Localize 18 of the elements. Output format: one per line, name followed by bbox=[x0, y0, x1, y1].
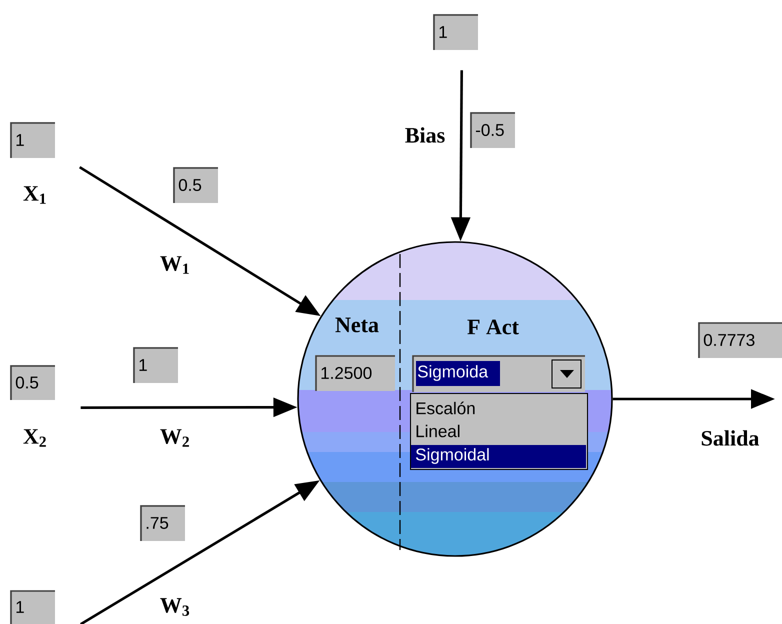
value-field: 0.7773 bbox=[698, 322, 782, 358]
value-field: 0.5 bbox=[173, 167, 218, 203]
value-field: 1 bbox=[10, 590, 55, 624]
dropdown-menu: Sigmoida bbox=[412, 355, 585, 392]
input-label: X$_{1}$ bbox=[23, 186, 46, 204]
edge-label: W$_{3}$ bbox=[158, 597, 192, 617]
value-field: 1 bbox=[433, 14, 478, 50]
value-field: -0.5 bbox=[470, 112, 515, 148]
edge-label: Bias bbox=[404, 126, 446, 144]
edge-label: W$_{2}$ bbox=[158, 428, 192, 448]
value-field: .75 bbox=[140, 505, 185, 541]
value-field: 1 bbox=[10, 122, 55, 158]
value-field: 1 bbox=[133, 347, 178, 383]
edge-label: Salida bbox=[700, 429, 760, 447]
value-field: 1.2500 bbox=[315, 355, 395, 391]
edge-label: W$_{1}$ bbox=[158, 255, 192, 275]
value-field: 0.5 bbox=[10, 365, 55, 400]
input-label: X$_{2}$ bbox=[23, 429, 46, 447]
